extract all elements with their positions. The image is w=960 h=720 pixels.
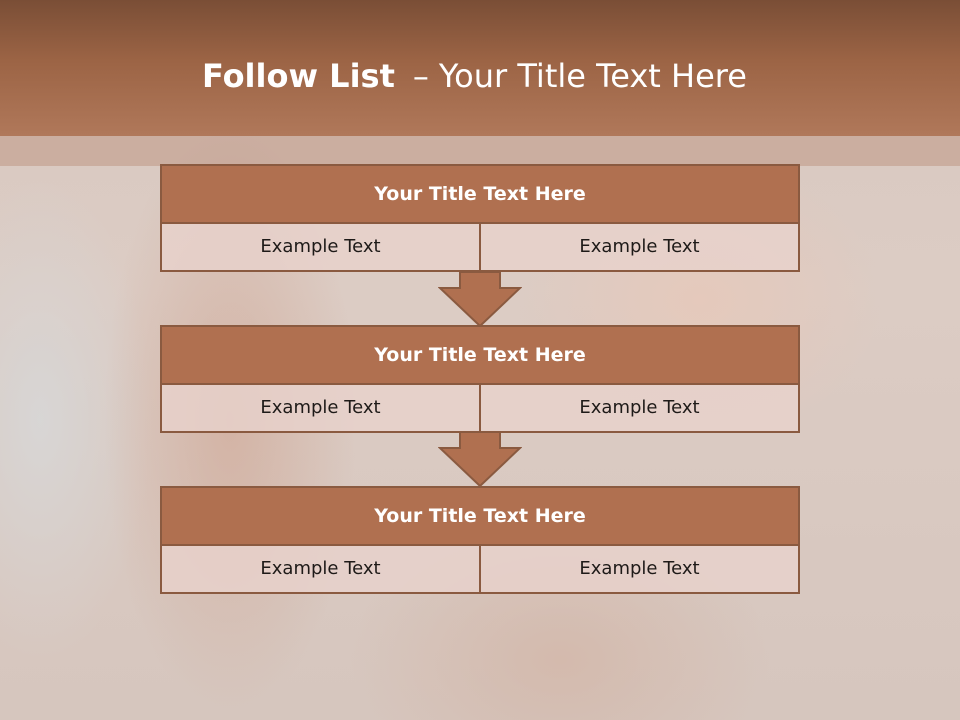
list-block-2: Your Title Text Here Example Text Exampl… (160, 325, 800, 433)
block-cell-right: Example Text (479, 385, 798, 431)
block-title: Your Title Text Here (162, 327, 798, 385)
block-title: Your Title Text Here (162, 488, 798, 546)
slide-title-rest: Your Title Text Here (438, 57, 747, 95)
block-cell-left: Example Text (162, 224, 479, 270)
block-cell-left: Example Text (162, 385, 479, 431)
slide-title: Follow List–Your Title Text Here (202, 54, 747, 98)
block-cell-left: Example Text (162, 546, 479, 592)
block-row: Example Text Example Text (162, 385, 798, 431)
list-block-1: Your Title Text Here Example Text Exampl… (160, 164, 800, 272)
list-block-3: Your Title Text Here Example Text Exampl… (160, 486, 800, 594)
block-cell-right: Example Text (479, 224, 798, 270)
header-bar (0, 0, 960, 136)
block-title: Your Title Text Here (162, 166, 798, 224)
header-strip (0, 136, 960, 166)
block-row: Example Text Example Text (162, 224, 798, 270)
down-arrow-icon (438, 272, 522, 328)
block-cell-right: Example Text (479, 546, 798, 592)
block-row: Example Text Example Text (162, 546, 798, 592)
slide-title-separator: – (412, 57, 429, 95)
down-arrow-icon (438, 432, 522, 488)
slide-title-bold: Follow List (202, 57, 395, 95)
